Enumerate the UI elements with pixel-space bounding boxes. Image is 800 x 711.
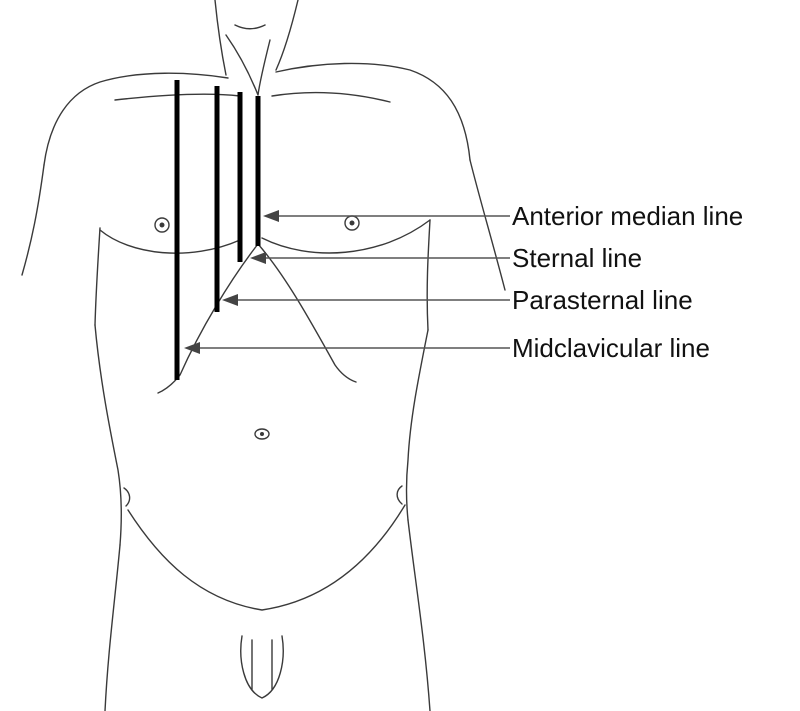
left-pectoral (99, 229, 241, 254)
genital-outline (240, 635, 284, 699)
left-hip (104, 544, 121, 711)
neck-muscle (225, 34, 271, 96)
neck-fold (234, 24, 266, 30)
left-clavicle (114, 93, 241, 101)
leader-anterior-median (263, 210, 510, 222)
neck-right (275, 0, 299, 71)
right-nipple-icon (344, 215, 360, 231)
leader-sternal (250, 252, 510, 264)
left-iliac-notch (123, 487, 131, 507)
label-sternal-line: Sternal line (512, 243, 642, 273)
left-nipple-icon (154, 217, 170, 233)
leader-parasternal (222, 294, 510, 306)
arrow-icon (250, 252, 266, 264)
costal-margin-left (157, 243, 259, 394)
left-shoulder (43, 72, 229, 166)
label-anterior-median-line: Anterior median line (512, 201, 743, 231)
right-iliac-notch (396, 485, 403, 505)
right-arm-outer (469, 159, 506, 291)
label-midclavicular-line: Midclavicular line (512, 333, 710, 363)
left-arm-outer (21, 164, 45, 276)
inguinal-curve (127, 504, 406, 611)
label-parasternal-line: Parasternal line (512, 285, 693, 315)
left-arm-inner (94, 227, 101, 326)
right-shoulder (275, 62, 471, 161)
right-flank (405, 329, 429, 521)
right-arm-inner (426, 219, 431, 331)
right-clavicle (271, 91, 391, 103)
torso-outline (21, 0, 506, 711)
neck-left (214, 0, 227, 76)
navel-icon (254, 428, 270, 440)
arrow-icon (184, 342, 200, 354)
arrow-icon (263, 210, 279, 222)
leader-midclavicular (184, 342, 510, 354)
costal-margin-right (257, 243, 357, 383)
left-flank (94, 324, 123, 546)
right-hip (407, 519, 431, 711)
arrow-icon (222, 294, 238, 306)
right-pectoral (261, 219, 431, 254)
